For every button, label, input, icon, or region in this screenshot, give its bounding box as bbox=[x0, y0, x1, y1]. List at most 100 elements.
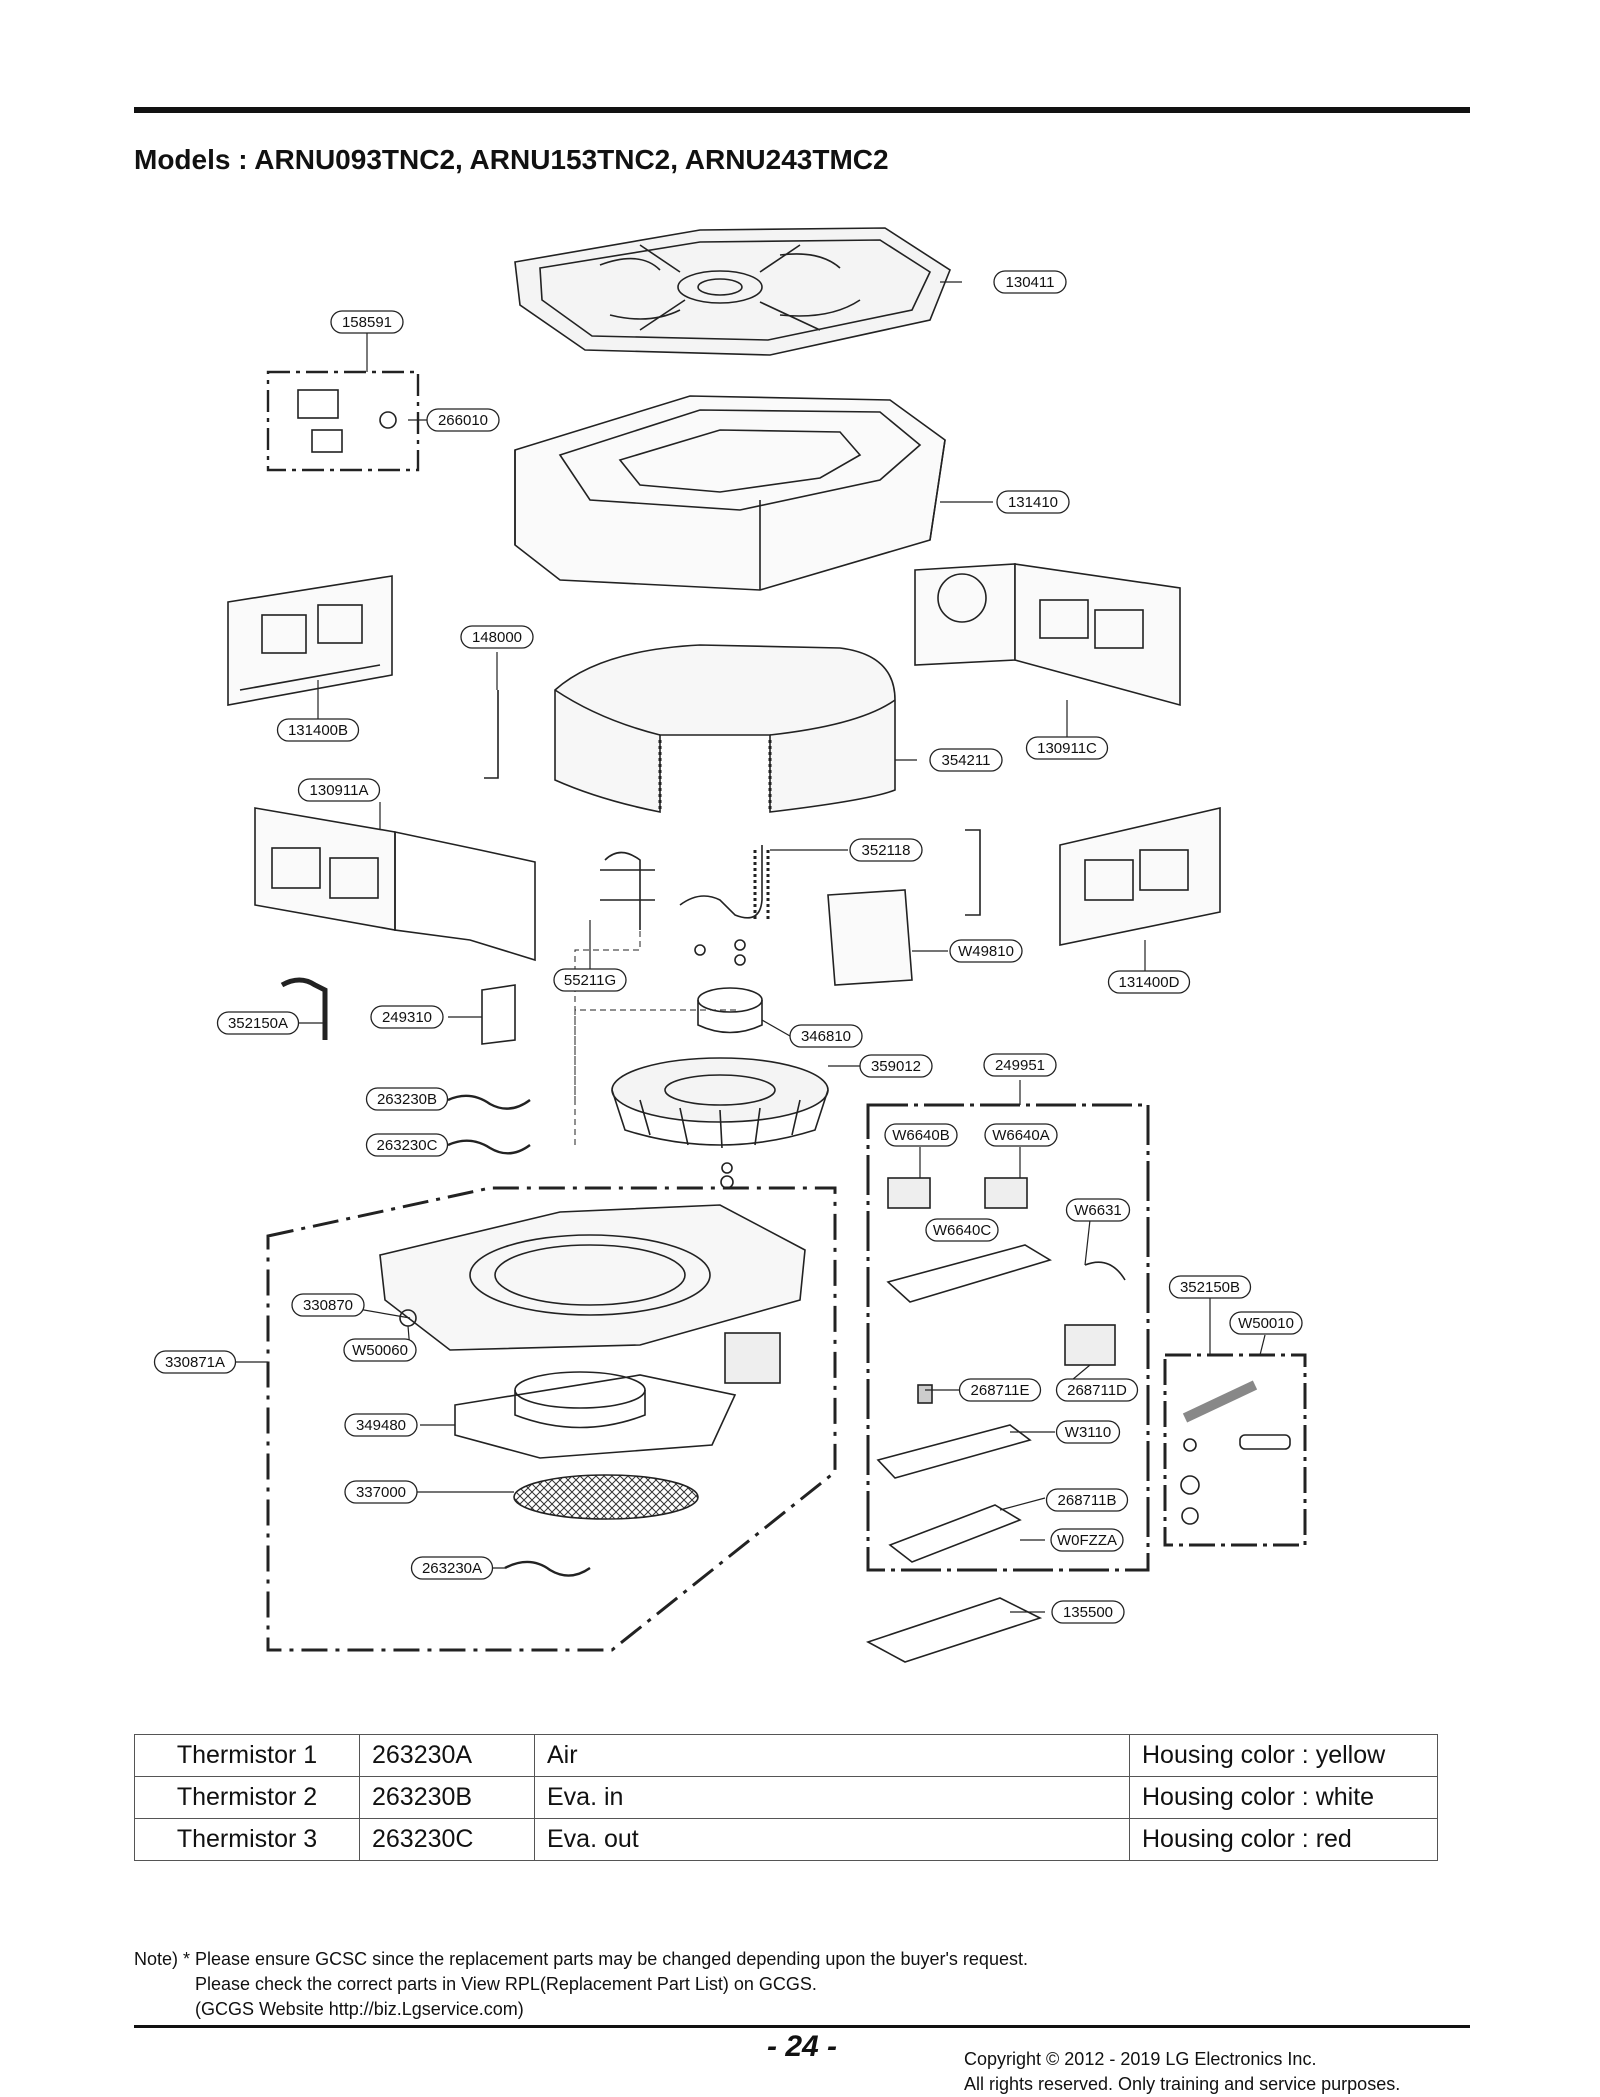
part-number-label: 135500 bbox=[1063, 1604, 1113, 1621]
part-callout: 354211 bbox=[929, 748, 1003, 772]
bracket-drawing bbox=[484, 690, 499, 779]
part-callout: 158591 bbox=[330, 310, 404, 334]
part-callout-bubble bbox=[925, 1218, 999, 1242]
part-callout: W49810 bbox=[949, 939, 1023, 963]
side-panel-130911C-drawing bbox=[914, 563, 1181, 707]
table-row: Thermistor 1 263230A Air Housing color :… bbox=[134, 1734, 1438, 1777]
part-callout-bubble bbox=[949, 939, 1023, 963]
thermistor-part-no: 263230B bbox=[359, 1776, 535, 1819]
part-callout-bubble bbox=[1025, 736, 1109, 760]
part-callout: 349480 bbox=[344, 1413, 418, 1437]
thermistor-location: Air bbox=[534, 1734, 1130, 1777]
part-callout: 249310 bbox=[370, 1005, 444, 1029]
thermistor-housing: Housing color : yellow bbox=[1129, 1734, 1438, 1777]
thermistor-part-no: 263230A bbox=[359, 1734, 535, 1777]
part-callout: 130911C bbox=[1025, 736, 1109, 760]
thermistor-location: Eva. in bbox=[534, 1776, 1130, 1819]
part-number-label: 268711B bbox=[1058, 1492, 1117, 1509]
part-number-label: 354211 bbox=[942, 752, 991, 769]
part-number-label: W3110 bbox=[1065, 1424, 1111, 1441]
part-callout-bubble bbox=[365, 1133, 449, 1157]
part-callout: 131410 bbox=[996, 490, 1070, 514]
part-callout-bubble bbox=[365, 1087, 449, 1111]
part-callout-bubble bbox=[1045, 1488, 1129, 1512]
side-panel-131400D-drawing bbox=[1059, 806, 1221, 946]
part-callout: W50060 bbox=[343, 1338, 417, 1362]
part-number-label: W0FZZA bbox=[1057, 1532, 1117, 1549]
part-number-label: 249951 bbox=[995, 1057, 1045, 1074]
part-number-label: W6640A bbox=[992, 1127, 1050, 1144]
part-number-label: 330870 bbox=[303, 1297, 353, 1314]
part-number-label: 130911A bbox=[310, 782, 369, 799]
part-callout: 330871A bbox=[153, 1350, 237, 1374]
part-callout-bubble bbox=[344, 1413, 418, 1437]
part-callout-bubble bbox=[1229, 1311, 1303, 1335]
part-number-label: W6631 bbox=[1074, 1202, 1122, 1219]
exploded-view-diagram: 130411158591266010131410148000131400B354… bbox=[153, 227, 1307, 1663]
bell-mouth-drawing bbox=[454, 1371, 737, 1459]
note-block: Note) * Please ensure GCSC since the rep… bbox=[134, 1947, 1028, 2022]
part-callout-bubble bbox=[460, 625, 534, 649]
part-callout: 359012 bbox=[859, 1054, 933, 1078]
part-callout: 131400B bbox=[276, 718, 360, 742]
page-title: Models : ARNU093TNC2, ARNU153TNC2, ARNU2… bbox=[134, 144, 889, 175]
part-number-label: 352150B bbox=[1180, 1279, 1240, 1296]
float-switch-drawing bbox=[266, 370, 420, 472]
part-callout-bubble bbox=[216, 1011, 300, 1035]
part-callout: W6640A bbox=[984, 1123, 1058, 1147]
piping-drawing bbox=[600, 845, 770, 930]
note-line: Note) * Please ensure GCSC since the rep… bbox=[134, 1949, 1028, 1969]
drain-hose-drawing bbox=[280, 977, 328, 1040]
part-number-label: 131410 bbox=[1008, 494, 1058, 511]
part-number-label: W50060 bbox=[352, 1342, 408, 1359]
side-panel-130911A-drawing bbox=[254, 807, 536, 962]
part-callout: 249951 bbox=[983, 1053, 1057, 1077]
note-link-line[interactable]: (GCGS Website http://biz.Lgservice.com) bbox=[195, 1999, 524, 2019]
part-callout-bubble bbox=[291, 1293, 365, 1317]
part-number-label: 148000 bbox=[472, 629, 522, 646]
part-callout: 346810 bbox=[789, 1024, 863, 1048]
part-callout-bubble bbox=[1107, 970, 1191, 994]
part-callout: 268711B bbox=[1045, 1488, 1129, 1512]
part-callout-bubble bbox=[370, 1005, 444, 1029]
part-number-label: 337000 bbox=[356, 1484, 406, 1501]
page-number: - 24 - bbox=[767, 2030, 838, 2063]
fan-motor-drawing bbox=[694, 939, 763, 1034]
part-number-label: 130911C bbox=[1037, 740, 1097, 757]
thermistor-263230B-drawing bbox=[447, 1094, 531, 1110]
part-callout-bubble bbox=[426, 408, 500, 432]
part-callout-bubble bbox=[343, 1338, 417, 1362]
part-number-label: 330871A bbox=[165, 1354, 225, 1371]
part-number-label: W49810 bbox=[958, 943, 1014, 960]
part-callout-bubble bbox=[984, 1123, 1058, 1147]
thermistor-name: Thermistor 2 bbox=[134, 1776, 360, 1819]
part-callout-bubble bbox=[849, 838, 923, 862]
part-number-label: 352150A bbox=[228, 1015, 288, 1032]
thermistor-housing: Housing color : white bbox=[1129, 1776, 1438, 1819]
part-callout-bubble bbox=[330, 310, 404, 334]
part-callout: 352150A bbox=[216, 1011, 300, 1035]
thermistor-housing: Housing color : red bbox=[1129, 1818, 1438, 1861]
part-number-label: 263230B bbox=[377, 1091, 437, 1108]
part-callout-bubble bbox=[983, 1053, 1057, 1077]
part-number-label: 158591 bbox=[342, 314, 392, 331]
part-callout: 337000 bbox=[344, 1480, 418, 1504]
table-row: Thermistor 2 263230B Eva. in Housing col… bbox=[134, 1776, 1438, 1819]
part-callout-bubble bbox=[996, 490, 1070, 514]
part-callout: 268711E bbox=[958, 1378, 1042, 1402]
part-number-label: 131400D bbox=[1119, 974, 1180, 991]
part-number-label: 55211G bbox=[564, 972, 616, 989]
bracket-135500-drawing bbox=[865, 1597, 1043, 1663]
part-callout-bubble bbox=[859, 1054, 933, 1078]
thermistor-263230C-drawing bbox=[447, 1139, 531, 1155]
part-callout-bubble bbox=[1050, 1528, 1124, 1552]
copyright: Copyright © 2012 - 2019 LG Electronics I… bbox=[964, 2047, 1400, 2097]
part-callout-bubble bbox=[553, 968, 627, 992]
part-callout: 263230A bbox=[410, 1556, 494, 1580]
top-plate-drawing bbox=[514, 227, 951, 356]
bracket-249310-drawing bbox=[481, 984, 516, 1045]
part-number-label: W6640B bbox=[892, 1127, 950, 1144]
part-number-label: 263230A bbox=[422, 1560, 482, 1577]
table-row: Thermistor 3 263230C Eva. out Housing co… bbox=[134, 1818, 1438, 1861]
thermistor-table: Thermistor 1 263230A Air Housing color :… bbox=[134, 1734, 1438, 1861]
